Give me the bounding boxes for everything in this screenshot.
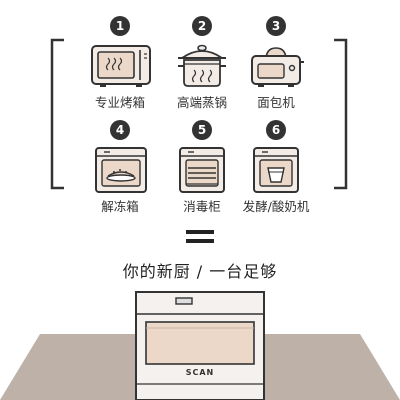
equals-sign — [186, 226, 214, 246]
control-panel-icon — [175, 297, 193, 305]
feature-label: 高端蒸锅 — [176, 95, 227, 110]
feature-label: 面包机 — [257, 95, 295, 110]
brand-logo: SCAN — [185, 368, 215, 377]
feature-label: 解冻箱 — [101, 199, 139, 214]
right-bracket — [334, 38, 348, 190]
feature-thawing: 4 解冻箱 — [70, 120, 170, 220]
feature-oven: 1 专业烤箱 — [70, 16, 170, 116]
feature-label: 发酵/酸奶机 — [242, 199, 310, 214]
badge-5: 5 — [192, 120, 212, 140]
badge-4: 4 — [110, 120, 130, 140]
feature-bread-maker: 3 面包机 — [226, 16, 326, 116]
feature-yogurt: 6 发酵/酸奶机 — [226, 120, 326, 220]
microwave-oven-icon — [91, 45, 151, 87]
steamer-pot-icon — [178, 44, 226, 87]
sterilizer-cabinet-icon — [179, 147, 225, 193]
feature-label: 专业烤箱 — [94, 95, 145, 110]
badge-2: 2 — [192, 16, 212, 36]
feature-steamer: 2 高端蒸锅 — [152, 16, 252, 116]
bread-toaster-icon — [251, 47, 304, 87]
oven-window — [145, 321, 255, 365]
badge-1: 1 — [110, 16, 130, 36]
tagline: 你的新厨 / 一台足够 — [122, 262, 278, 281]
oven-product — [135, 291, 265, 400]
badge-3: 3 — [266, 16, 286, 36]
feature-sterilizer: 5 消毒柜 — [152, 120, 252, 220]
badge-6: 6 — [266, 120, 286, 140]
feature-label: 消毒柜 — [183, 199, 221, 214]
thawing-oven-icon — [95, 147, 147, 193]
left-bracket — [50, 38, 348, 190]
yogurt-maker-icon — [253, 147, 299, 193]
product-scene — [0, 291, 400, 400]
